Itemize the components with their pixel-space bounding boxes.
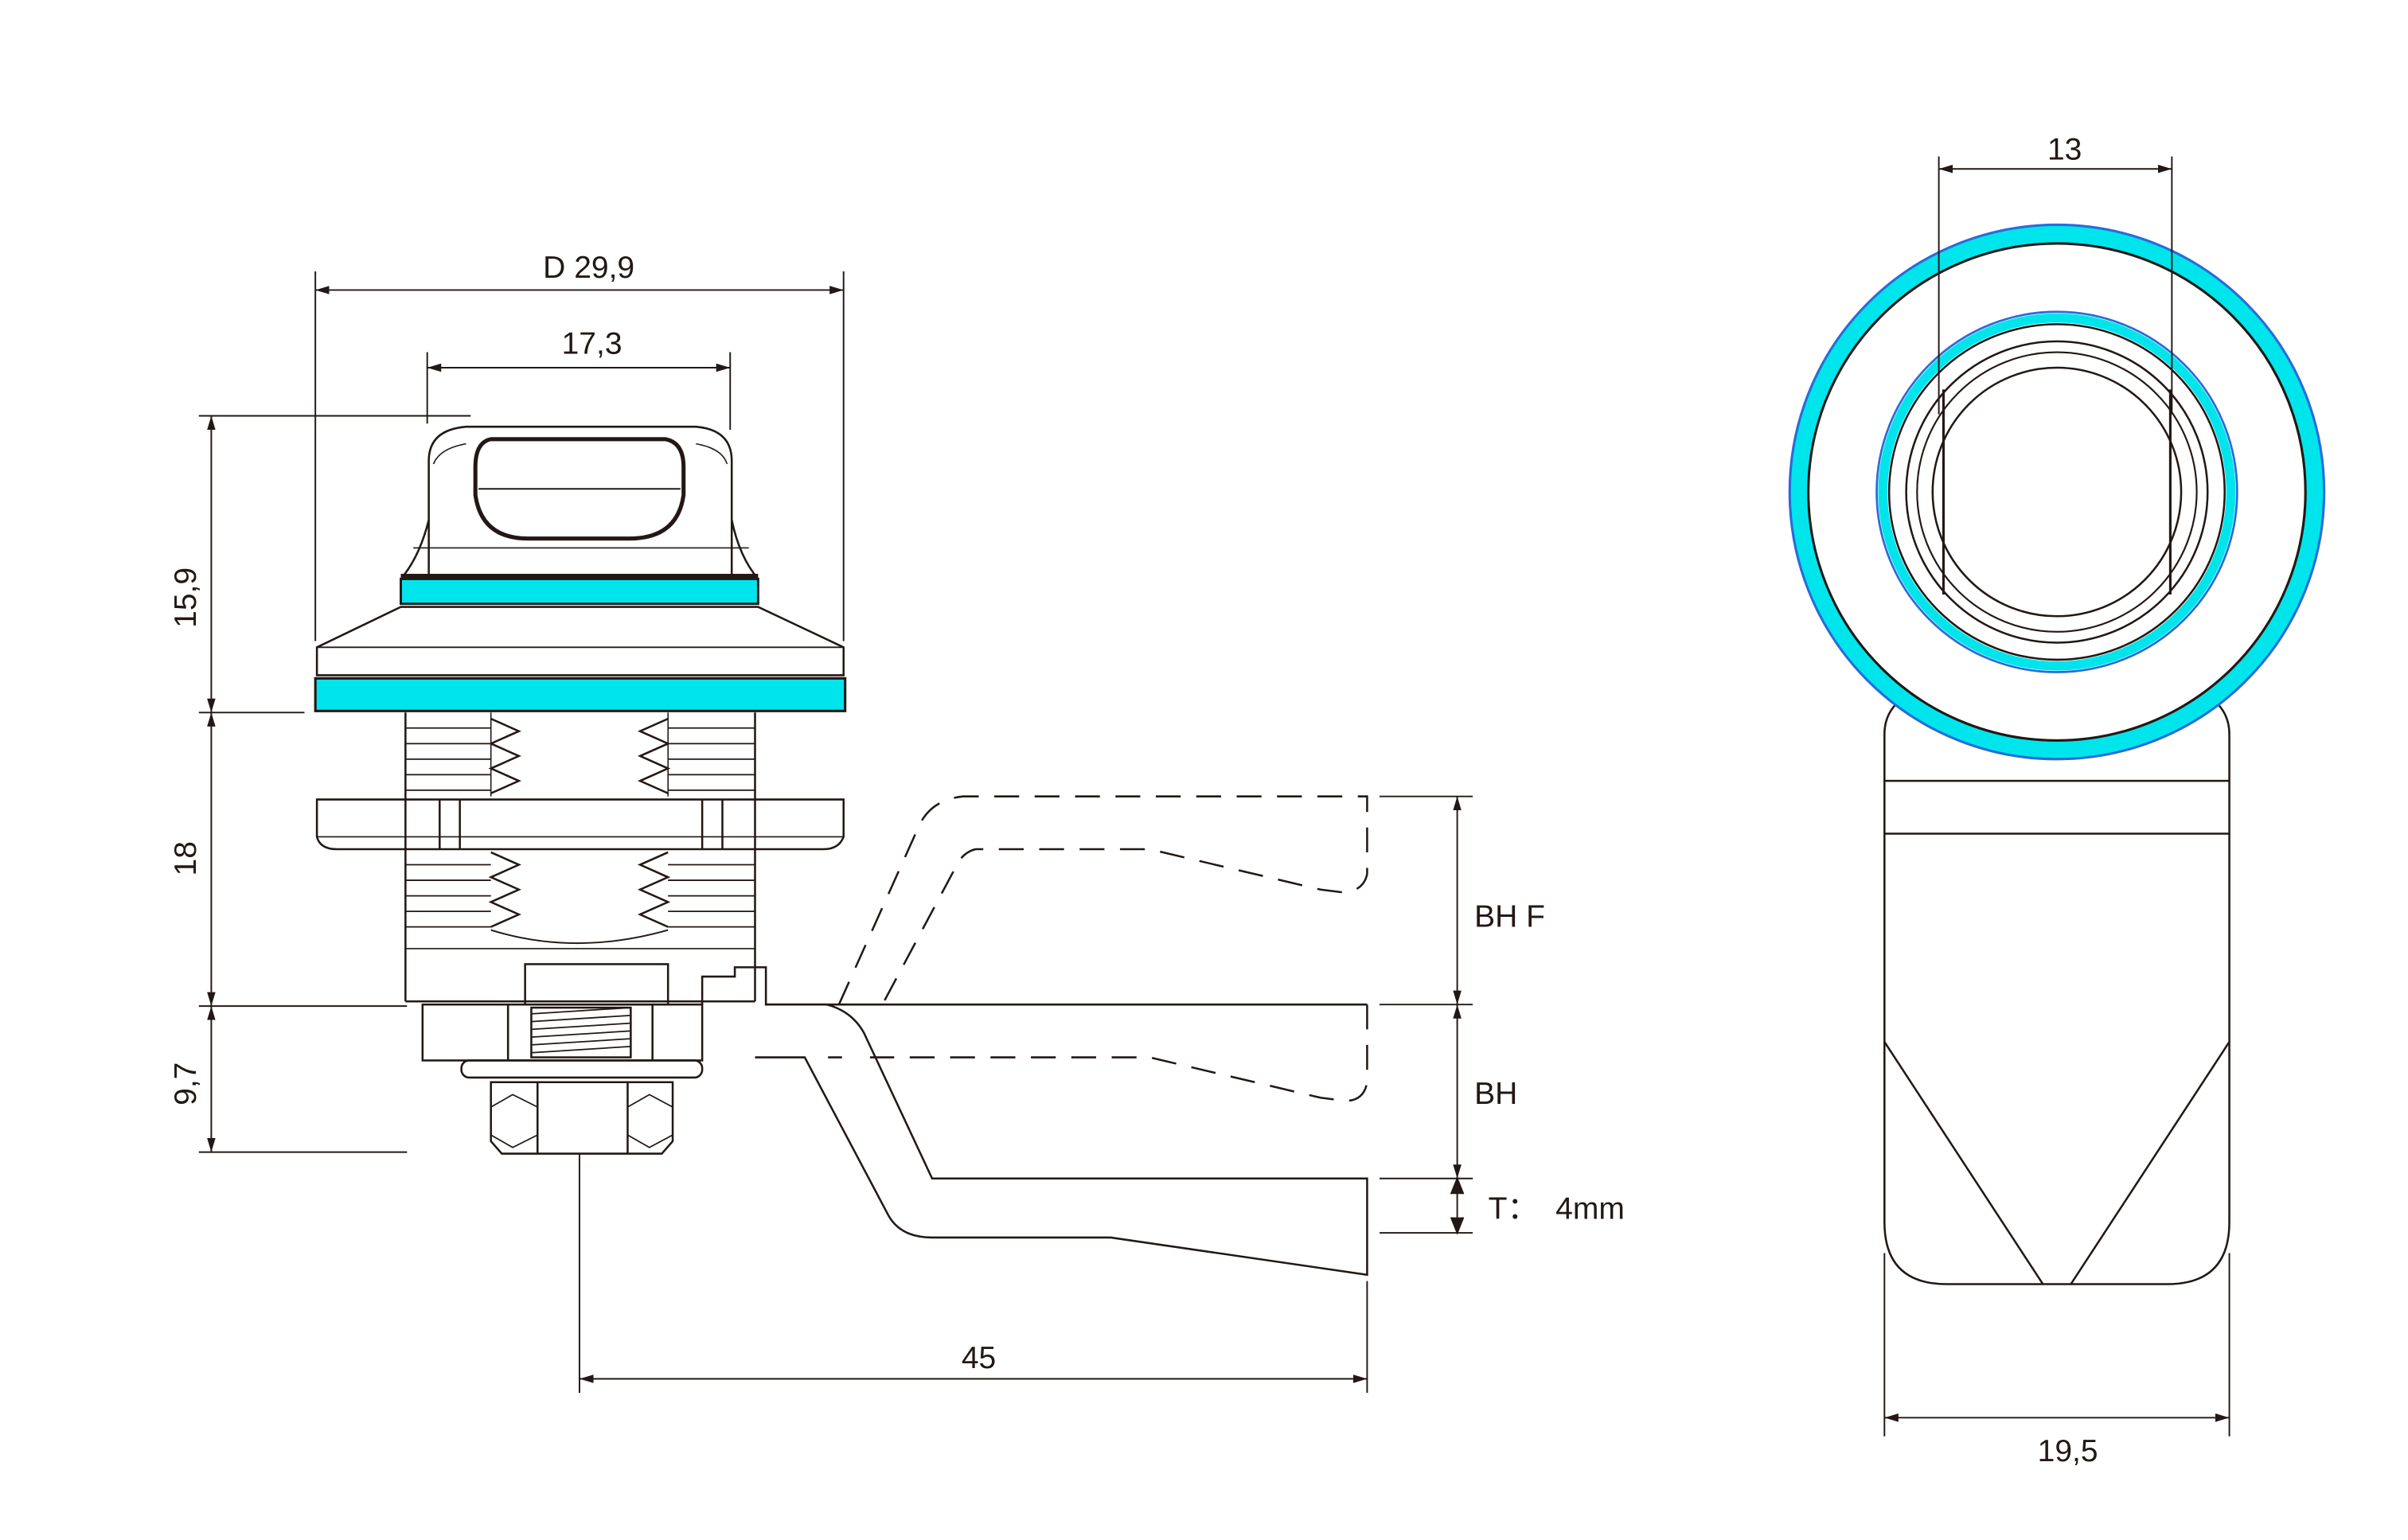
dim-offset-straight-label: BH — [1474, 1077, 1517, 1111]
thumb-grip-recess — [473, 437, 686, 541]
lock-flange — [315, 606, 845, 676]
dim-cam-length-label: 45 — [962, 1341, 996, 1375]
side-view-dimensions — [198, 271, 1473, 1394]
outer-gasket-ring — [1790, 225, 2324, 758]
threaded-body — [404, 712, 756, 1003]
panel-nut — [315, 798, 845, 851]
front-view-dimensions — [1883, 156, 2230, 1437]
lock-head-knob — [427, 425, 733, 579]
dim-diameter-label: D 29,9 — [543, 251, 634, 285]
dim-cam-width-label: 19,5 — [2038, 1434, 2098, 1468]
lock-side-view — [314, 425, 847, 1155]
front-cam-body — [1883, 702, 2230, 1285]
dim-thickness-label: T： 4mm — [1489, 1192, 1625, 1226]
key-shaft — [1931, 366, 2183, 618]
dim-thread-length-label: 18 — [169, 841, 203, 875]
flange-gasket — [314, 676, 847, 712]
dim-head-width-label: 17,3 — [562, 326, 622, 361]
hex-nut — [490, 1081, 674, 1155]
dim-offset-bent-label: BH F — [1474, 900, 1545, 934]
cam-dashed-variants — [828, 795, 1368, 1102]
lock-front-view — [1788, 223, 2326, 1285]
neck-seal-ring — [400, 577, 759, 606]
inner-seal-ring — [1878, 313, 2236, 671]
threaded-shaft — [530, 1006, 632, 1059]
dim-nut-height-label: 9,7 — [169, 1062, 203, 1105]
dim-head-height-label: 15,9 — [169, 567, 203, 628]
dim-key-width-label: 13 — [2047, 133, 2082, 167]
cam-solid — [701, 966, 1368, 1277]
